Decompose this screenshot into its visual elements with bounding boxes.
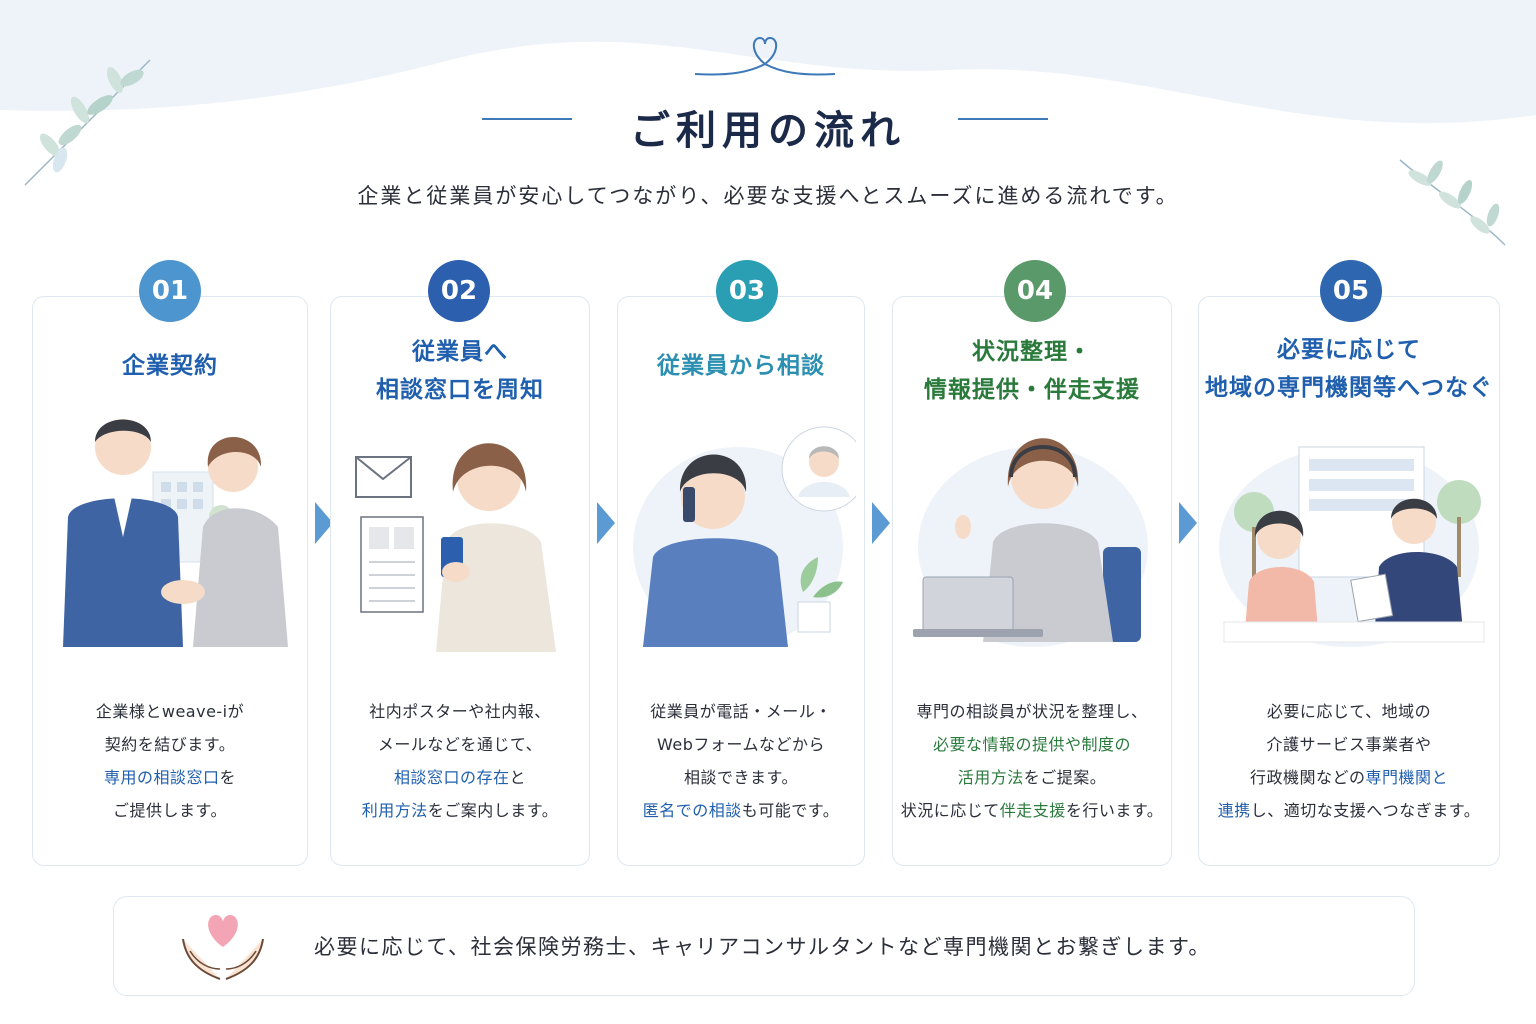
step-description-line: 必要に応じて、地域の <box>1199 695 1499 728</box>
description-text: をご案内します。 <box>427 801 559 820</box>
description-text: と <box>509 768 527 787</box>
step-title-line: 企業契約 <box>122 353 218 379</box>
page-title: ご利用の流れ <box>630 108 906 154</box>
step-description-line: 契約を結びます。 <box>33 728 307 761</box>
background-wave <box>0 0 1536 124</box>
description-text: 相談できます。 <box>684 768 798 787</box>
arrow-right-icon <box>1179 502 1197 544</box>
description-text: 社内ポスターや社内報、 <box>369 702 551 721</box>
title-line-left <box>482 118 572 120</box>
phone-consultation-illustration <box>633 426 856 647</box>
step-number-badge-04: 04 <box>1004 260 1066 322</box>
step-description-line: 社内ポスターや社内報、 <box>331 695 589 728</box>
description-text: を行います。 <box>1065 801 1164 820</box>
arrow-right-icon <box>597 502 615 544</box>
description-text: メールなどを通じて、 <box>377 735 543 754</box>
step-title-line: 状況整理・ <box>972 339 1092 365</box>
highlighted-text: 専用の相談窓口 <box>103 768 220 787</box>
step-card-05: 必要に応じて地域の専門機関等へつなぐ 必要に応じて、地域の介護サービス事業者や行… <box>1198 296 1500 866</box>
leaf-decoration-right <box>1399 159 1506 246</box>
step-description: 必要に応じて、地域の介護サービス事業者や行政機関などの専門機関と連携し、適切な支… <box>1199 695 1499 827</box>
counselor-illustration <box>913 438 1148 647</box>
step-description-line: Webフォームなどから <box>618 728 864 761</box>
description-text: 契約を結びます。 <box>104 735 236 754</box>
step-title-line: 必要に応じて <box>1277 337 1421 363</box>
hands-heart-icon <box>182 915 264 980</box>
step-description-line: 従業員が電話・メール・ <box>618 695 864 728</box>
step-number-badge-02: 02 <box>428 260 490 322</box>
specialist-referral-illustration <box>1219 446 1485 647</box>
step-description-line: メールなどを通じて、 <box>331 728 589 761</box>
step-description-line: 活用方法をご提案。 <box>893 761 1171 794</box>
step-title: 必要に応じて地域の専門機関等へつなぐ <box>1199 331 1499 407</box>
step-description-line: 専門の相談員が状況を整理し、 <box>893 695 1171 728</box>
heart-ribbon-icon <box>694 36 836 76</box>
title-line-right <box>958 118 1048 120</box>
description-text: 状況に応じて <box>900 801 1000 820</box>
description-text: 従業員が電話・メール・ <box>650 702 832 721</box>
step-description-line: 専用の相談窓口を <box>33 761 307 794</box>
step-card-02: 従業員へ相談窓口を周知 社内ポスターや社内報、メールなどを通じて、相談窓口の存在… <box>330 296 590 866</box>
step-description-line: 相談できます。 <box>618 761 864 794</box>
arrow-right-icon <box>872 502 890 544</box>
highlighted-text: 必要な情報の提供や制度の <box>932 735 1131 754</box>
step-description-line: 行政機関などの専門機関と <box>1199 761 1499 794</box>
step-title-line: 従業員から相談 <box>657 353 825 379</box>
step-card-04: 状況整理・情報提供・伴走支援 専門の相談員が状況を整理し、必要な情報の提供や制度… <box>892 296 1172 866</box>
step-description-line: 企業様とweave-iが <box>33 695 307 728</box>
step-description-line: 必要な情報の提供や制度の <box>893 728 1171 761</box>
step-description-line: 連携し、適切な支援へつなぎます。 <box>1199 794 1499 827</box>
step-description-line: 状況に応じて伴走支援を行います。 <box>893 794 1171 827</box>
step-description-line: 利用方法をご案内します。 <box>331 794 589 827</box>
step-number-badge-01: 01 <box>139 260 201 322</box>
description-text: 介護サービス事業者や <box>1266 735 1432 754</box>
leaf-decoration-left <box>24 59 151 186</box>
step-description: 専門の相談員が状況を整理し、必要な情報の提供や制度の活用方法をご提案。状況に応じ… <box>893 695 1171 827</box>
step-description-line: 介護サービス事業者や <box>1199 728 1499 761</box>
description-text: 専門の相談員が状況を整理し、 <box>916 702 1148 721</box>
step-description: 従業員が電話・メール・ Webフォームなどから相談できます。匿名での相談も可能です… <box>618 695 864 827</box>
description-text: 行政機関などの <box>1249 768 1366 787</box>
description-text: 企業様とweave-iが <box>95 702 245 721</box>
footer-note-box: 必要に応じて、社会保険労務士、キャリアコンサルタントなど専門機関とお繋ぎします。 <box>113 896 1415 996</box>
step-description-line: ご提供します。 <box>33 794 307 827</box>
footer-text: 必要に応じて、社会保険労務士、キャリアコンサルタントなど専門機関とお繋ぎします。 <box>314 935 1211 959</box>
highlighted-text: 活用方法 <box>957 768 1024 787</box>
highlighted-text: 匿名での相談 <box>642 801 742 820</box>
step-card-01: 企業契約 企業様とweave-iが契約を結びます。専用の相談窓口をご提供します。 <box>32 296 308 866</box>
handshake-illustration <box>63 419 288 647</box>
step-number-badge-05: 05 <box>1320 260 1382 322</box>
announcement-illustration <box>355 443 556 652</box>
description-text: をご提案。 <box>1023 768 1107 787</box>
arrow-right-icon <box>315 502 333 544</box>
step-title: 従業員へ相談窓口を周知 <box>331 333 589 409</box>
step-description-line: 相談窓口の存在と <box>331 761 589 794</box>
highlighted-text: 連携 <box>1217 801 1251 820</box>
step-description-line: 匿名での相談も可能です。 <box>618 794 864 827</box>
step-title-line: 情報提供・伴走支援 <box>924 377 1140 403</box>
step-title: 企業契約 <box>33 347 307 385</box>
step-title-line: 相談窓口を周知 <box>376 377 544 403</box>
highlighted-text: 伴走支援 <box>999 801 1066 820</box>
step-description: 企業様とweave-iが契約を結びます。専用の相談窓口をご提供します。 <box>33 695 307 827</box>
step-title: 状況整理・情報提供・伴走支援 <box>893 333 1171 409</box>
step-title: 従業員から相談 <box>618 347 864 385</box>
highlighted-text: 専門機関と <box>1365 768 1449 787</box>
highlighted-text: 相談窓口の存在 <box>393 768 510 787</box>
description-text: ご提供します。 <box>113 801 227 820</box>
highlighted-text: 利用方法 <box>361 801 428 820</box>
description-text: も可能です。 <box>741 801 840 820</box>
step-card-03: 従業員から相談 従業員が電話・メール・ Webフォームなどから相談できます。匿名で… <box>617 296 865 866</box>
page-subtitle: 企業と従業員が安心してつながり、必要な支援へとスムーズに進める流れです。 <box>357 184 1179 208</box>
step-title-line: 従業員へ <box>412 339 508 365</box>
description-text: 必要に応じて、地域の <box>1266 702 1432 721</box>
step-number-badge-03: 03 <box>716 260 778 322</box>
step-title-line: 地域の専門機関等へつなぐ <box>1205 375 1493 401</box>
step-description: 社内ポスターや社内報、メールなどを通じて、相談窓口の存在と利用方法をご案内します… <box>331 695 589 827</box>
description-text: を <box>219 768 237 787</box>
description-text: Webフォームなどから <box>657 735 825 754</box>
description-text: し、適切な支援へつなぎます。 <box>1250 801 1481 820</box>
